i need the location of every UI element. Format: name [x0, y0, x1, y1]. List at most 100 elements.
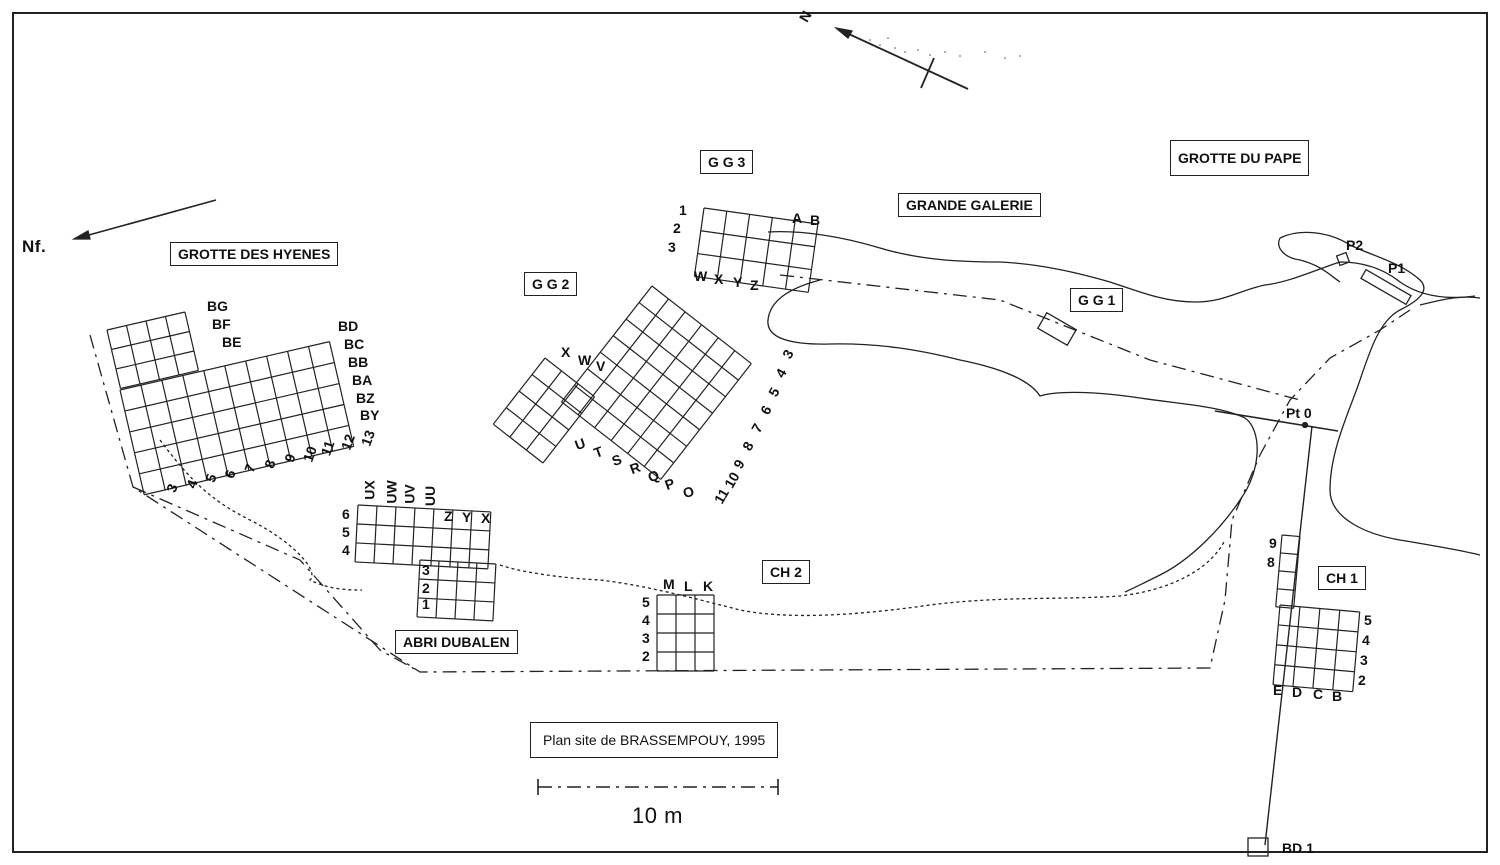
hyenes-row-label: BD	[338, 318, 359, 334]
grid-hyenes-main	[119, 341, 355, 496]
gg2-col-label: W	[578, 352, 592, 368]
hyenes-row-label: BC	[344, 336, 365, 352]
pape-left-outline	[1278, 237, 1341, 283]
ch1-row-label: 2	[1358, 672, 1366, 688]
ch2-row-label: 5	[642, 594, 650, 610]
grid-ch1-strip	[1275, 534, 1301, 609]
gg1-marker	[1036, 311, 1078, 347]
ch1-col-label: B	[1332, 688, 1343, 704]
gg3-col-label: W	[694, 268, 708, 284]
gg3-col-label: Z	[750, 277, 759, 293]
p2-marker	[1335, 251, 1351, 267]
ch2-row-label: 3	[642, 630, 650, 646]
gg-axis-dashdot	[779, 274, 1301, 401]
dubalen-col-label: Y	[462, 509, 472, 525]
ch1-row-label: 9	[1269, 535, 1277, 551]
dubalen-col-label: UV	[401, 484, 418, 504]
dubalen-row-label: 2	[422, 580, 430, 596]
zone-ch1: CH 1	[1318, 566, 1366, 590]
gg3-col-label: X	[714, 271, 724, 287]
dubalen-row-label: 3	[422, 562, 430, 578]
hyenes-row-label: BF	[212, 316, 231, 332]
bd1-marker	[1247, 837, 1269, 857]
dubalen-col-label: UX	[361, 480, 378, 500]
dubalen-col-label: UW	[383, 480, 400, 504]
dubalen-row-label: 4	[342, 542, 350, 558]
pt0-label: Pt 0	[1286, 405, 1312, 421]
pt0-baseline	[1214, 410, 1339, 432]
ch1-col-label: C	[1313, 686, 1324, 702]
ch2-row-label: 2	[642, 648, 650, 664]
grid-gg2-main	[561, 285, 752, 480]
hyenes-row-label: BY	[360, 407, 380, 423]
pt0-point	[1301, 421, 1309, 429]
scale-bar-label: 10 m	[632, 803, 683, 828]
ch2-col-label: K	[703, 578, 714, 594]
pape-outline	[1279, 231, 1481, 556]
ch1-row-label: 4	[1362, 632, 1370, 648]
galerie-lower-outline	[767, 279, 1258, 593]
bd1-label: BD 1	[1282, 840, 1314, 856]
grid-gg2-left	[492, 357, 596, 464]
grid-gg3	[693, 207, 819, 293]
gg3-row-label: 3	[668, 239, 676, 255]
nf-arrowhead-icon	[71, 230, 91, 240]
zone-gg3: G G 3	[700, 150, 754, 174]
gg3-row-label: 1	[679, 202, 687, 218]
grid-dubalen-bottom	[416, 559, 497, 622]
zone-grotte-des-hyenes: GROTTE DES HYENES	[170, 242, 339, 266]
p1-marker	[1360, 268, 1412, 306]
ch1-row-label: 3	[1360, 652, 1368, 668]
zone-gg1: G G 1	[1070, 288, 1124, 312]
ch1-col-label: D	[1292, 684, 1303, 700]
hyenes-row-label: BB	[348, 354, 369, 370]
ch2-col-label: M	[663, 576, 675, 592]
ch1-col-label: E	[1273, 682, 1283, 698]
site-boundary-dashdot	[89, 309, 1411, 673]
north-arrowhead-icon	[833, 26, 854, 39]
dubalen-row-label: 1	[422, 596, 430, 612]
map-frame	[12, 12, 1488, 853]
grid-hyenes-upper	[106, 311, 200, 390]
zone-gg2: G G 2	[524, 272, 578, 296]
cliff-dotted-line	[159, 439, 1226, 617]
dubalen-row-label: 6	[342, 506, 350, 522]
grid-dubalen-top	[354, 504, 492, 570]
zone-grande-galerie: GRANDE GALERIE	[898, 193, 1041, 217]
grid-ch2	[656, 594, 715, 672]
dubalen-col-label: X	[481, 510, 491, 526]
ch2-col-label: L	[684, 578, 693, 594]
north-arrow-tick	[920, 57, 935, 89]
zone-grotte-du-pape: GROTTE DU PAPE	[1170, 140, 1310, 176]
hyenes-row-label: BA	[352, 372, 373, 388]
gg2-col-label: X	[561, 344, 571, 360]
dubalen-row-label: 5	[342, 524, 350, 540]
nf-arrow-line	[77, 199, 217, 239]
map-north-label: Nf.	[22, 237, 47, 256]
north-speckle	[869, 37, 1021, 59]
galerie-outline	[767, 231, 1476, 303]
grid-ch1	[1272, 604, 1361, 693]
hyenes-row-label: BG	[207, 298, 228, 314]
zone-ch2: CH 2	[762, 560, 810, 584]
dubalen-col-label: UU	[422, 485, 439, 507]
p2-label: P2	[1346, 237, 1364, 253]
dubalen-boundary-dashdot	[132, 486, 421, 673]
bd1-axis-line	[1264, 425, 1313, 846]
hyenes-row-label: BZ	[356, 390, 375, 406]
ch2-row-label: 4	[642, 612, 650, 628]
dubalen-col-label: Z	[444, 508, 453, 524]
hyenes-row-label: BE	[222, 334, 242, 350]
gg3-col-label: Y	[733, 274, 743, 290]
map-title: Plan site de BRASSEMPOUY, 1995	[530, 722, 779, 758]
p1-label: P1	[1388, 260, 1406, 276]
gg2-col-label: V	[596, 358, 606, 374]
gg3-col-label: B	[810, 212, 821, 228]
pape-right-outline	[1419, 296, 1481, 306]
zone-abri-dubalen: ABRI DUBALEN	[395, 630, 518, 654]
gg3-row-label: 2	[673, 220, 681, 236]
ch1-row-label: 5	[1364, 612, 1372, 628]
ch1-row-label: 8	[1267, 554, 1275, 570]
gg3-col-label: A	[792, 210, 803, 226]
